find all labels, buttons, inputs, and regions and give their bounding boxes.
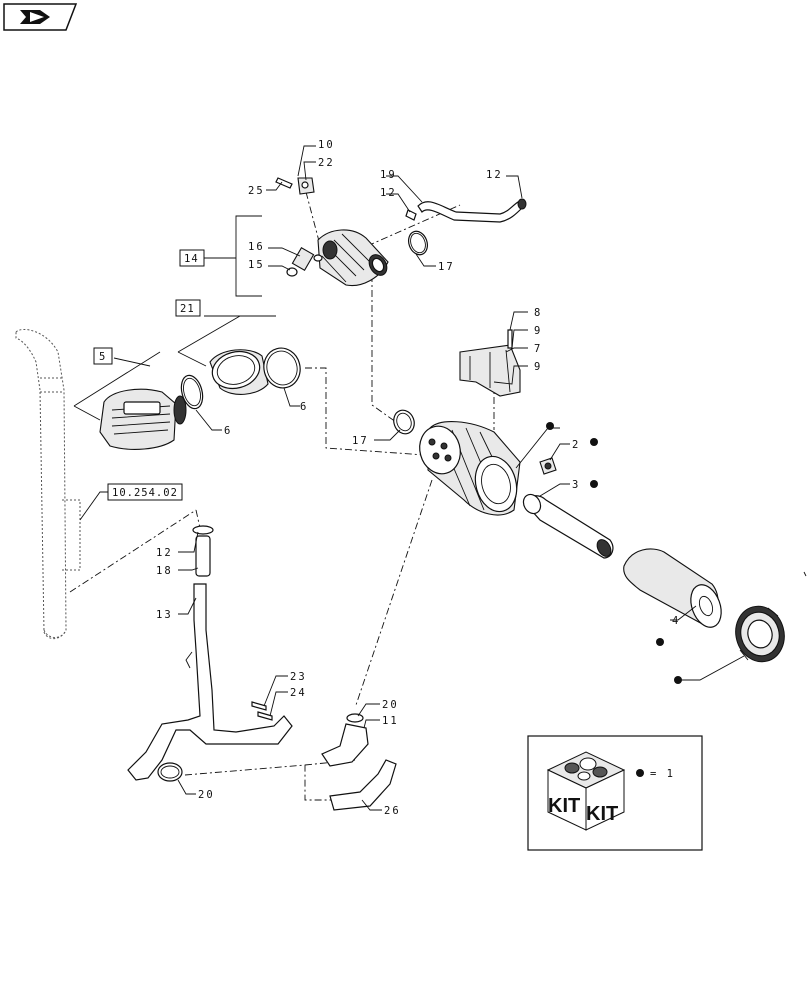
- callout-9-a: 9: [534, 325, 542, 337]
- bracket-7: [459, 329, 521, 397]
- safety-filter-3: [522, 493, 614, 559]
- callout-17-b: 17: [352, 435, 369, 447]
- callout-19: 19: [380, 169, 397, 181]
- clamp-6-right: [263, 347, 301, 389]
- callout-labels: 10 22 25 19 12 12 16 15 17 6 6 8 9 7 9 1…: [156, 139, 680, 817]
- callout-24: 24: [290, 687, 307, 699]
- callout-18: 18: [156, 565, 173, 577]
- svg-text:10.254.02: 10.254.02: [112, 487, 178, 499]
- end-cover: [735, 605, 785, 663]
- callout-12-c: 12: [156, 547, 173, 559]
- callout-20-b: 20: [198, 789, 215, 801]
- callout-7: 7: [534, 343, 542, 355]
- kit-legend-text: = 1: [650, 768, 675, 780]
- intake-elbow: [317, 229, 389, 287]
- leader-lines: [79, 145, 745, 811]
- boxed-callout-14[interactable]: 14: [179, 249, 205, 267]
- tube-13: [127, 583, 293, 781]
- callout-6-a: 6: [224, 425, 232, 437]
- page-arrow-icon[interactable]: [3, 3, 78, 31]
- fitting-22: [297, 177, 315, 195]
- callout-13: 13: [156, 609, 173, 621]
- svg-text:5: 5: [99, 351, 106, 363]
- callout-15: 15: [248, 259, 265, 271]
- callout-23: 23: [290, 671, 307, 683]
- air-cleaner-housing: [419, 421, 521, 516]
- clamp-17-upper: [407, 230, 429, 256]
- clamp-20-lower: [157, 762, 183, 782]
- fittings-15-16: [286, 246, 323, 277]
- svg-text:14: 14: [184, 253, 199, 265]
- pre-cleaner-5: [99, 388, 187, 450]
- kit-box-icon: [546, 751, 626, 831]
- callout-25: 25: [248, 185, 265, 197]
- hose-26: [329, 759, 397, 811]
- callout-12-a: 12: [380, 187, 397, 199]
- callout-2: 2: [572, 439, 580, 451]
- callout-3: 3: [572, 479, 580, 491]
- group-bracket-14: [204, 215, 262, 297]
- svg-text:21: 21: [180, 303, 195, 315]
- kit-markers: [546, 422, 682, 684]
- hose-11: [321, 713, 369, 767]
- callout-17-a: 17: [438, 261, 455, 273]
- exhaust-stack: [15, 329, 81, 639]
- kit-legend: KIT KIT = 1: [527, 735, 703, 851]
- kit-word-right: KIT: [586, 803, 618, 825]
- callout-8: 8: [534, 307, 542, 319]
- callout-10: 10: [318, 139, 335, 151]
- callout-11: 11: [382, 715, 399, 727]
- screw-25: [275, 177, 293, 189]
- adapter-21: [209, 349, 269, 395]
- group-bracket-5: [73, 351, 161, 421]
- boxed-callout-5[interactable]: 5: [93, 347, 113, 365]
- kit-word-left: KIT: [548, 795, 580, 817]
- callout-22: 22: [318, 157, 335, 169]
- screws-23-24: [251, 701, 273, 721]
- callout-16: 16: [248, 241, 265, 253]
- boxed-callout-ref[interactable]: 10.254.02: [107, 483, 183, 501]
- callout-4: 4: [672, 615, 680, 627]
- callout-12-b: 12: [486, 169, 503, 181]
- hose-19: [405, 198, 527, 223]
- callout-20-a: 20: [382, 699, 399, 711]
- clamp-6-left: [180, 374, 204, 410]
- clamp-17-lower: [393, 409, 415, 435]
- callout-6-b: 6: [300, 401, 308, 413]
- callout-9-b: 9: [534, 361, 542, 373]
- group-bracket-21: [177, 315, 276, 367]
- valve-2: [539, 457, 557, 475]
- boxed-callout-21[interactable]: 21: [175, 299, 201, 317]
- callout-26: 26: [384, 805, 401, 817]
